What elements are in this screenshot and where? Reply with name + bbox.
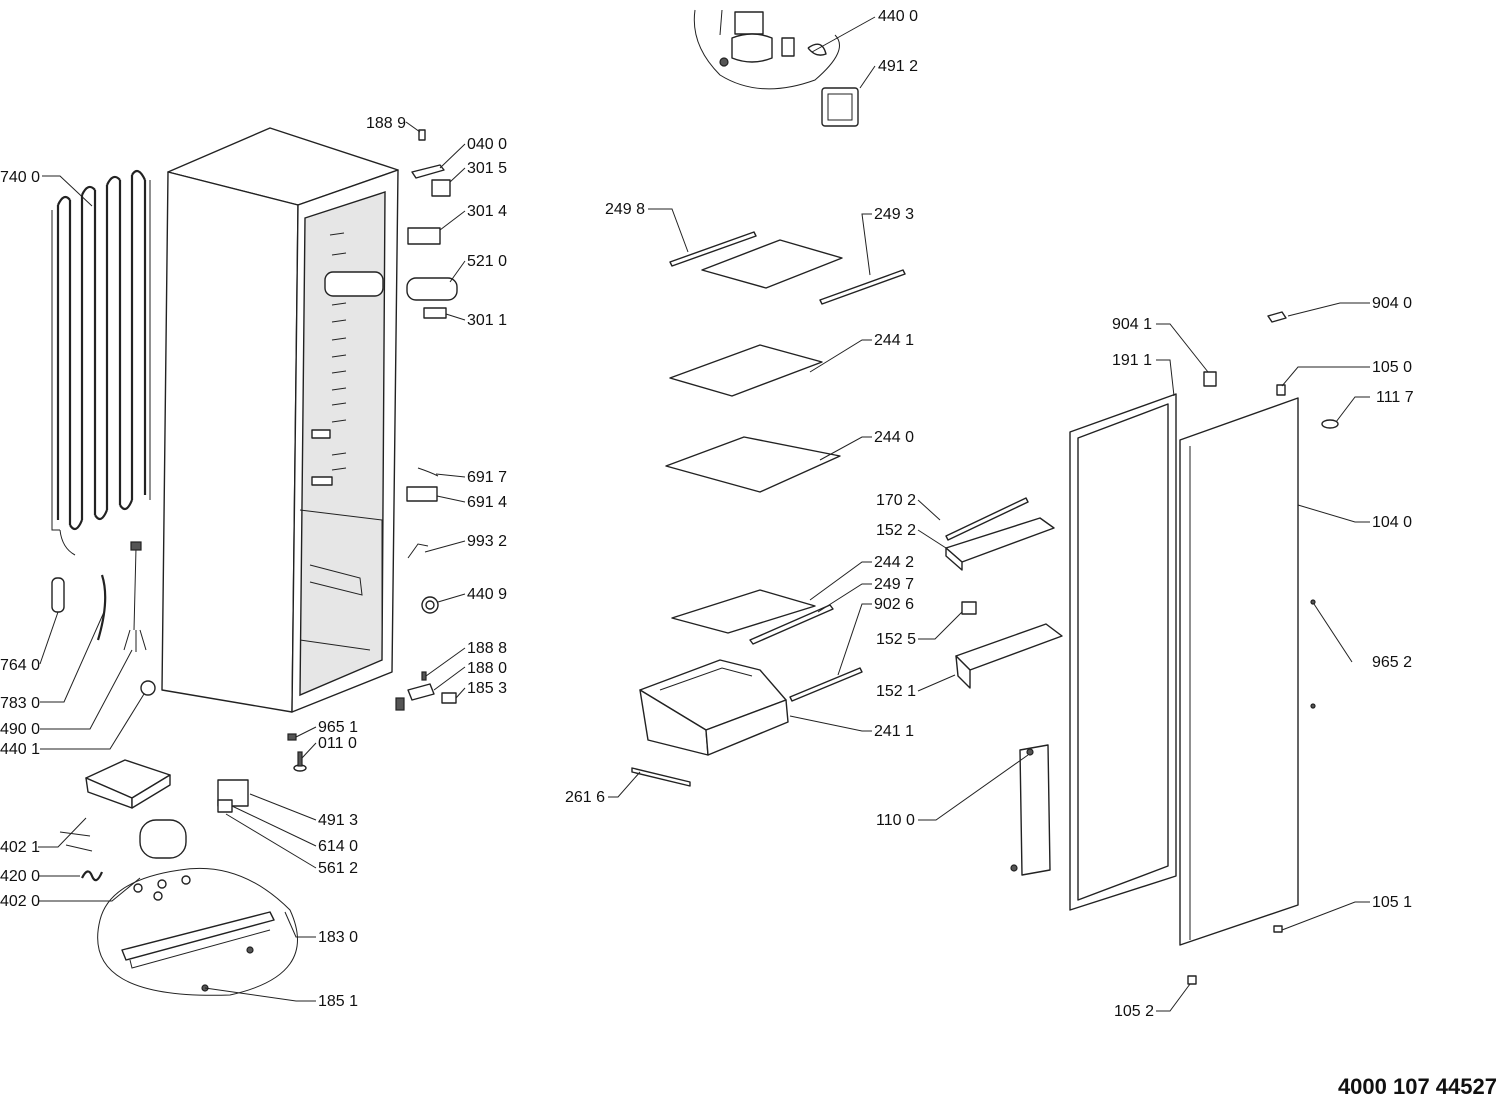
part-label-1117: 111 7: [1376, 389, 1414, 406]
part-label-0400: 040 0: [467, 136, 507, 153]
part-label-4020: 402 0: [0, 893, 40, 910]
part-label-4900: 490 0: [0, 721, 40, 738]
part-label-4401: 440 1: [0, 741, 40, 758]
part-label-1050: 105 0: [1372, 359, 1412, 376]
cabinet-group: [51, 127, 458, 772]
part-label-2411: 241 1: [874, 723, 914, 740]
part-label-5210: 521 0: [467, 253, 507, 270]
part-label-2493: 249 3: [874, 206, 914, 223]
part-label-7640: 764 0: [0, 657, 40, 674]
part-label-1830: 183 0: [318, 929, 358, 946]
part-label-2442: 244 2: [874, 554, 914, 571]
part-label-9026: 902 6: [874, 596, 914, 613]
door-group: [1010, 311, 1339, 985]
shelves-group: [665, 231, 906, 645]
part-label-1889: 188 9: [366, 115, 406, 132]
part-label-1521: 152 1: [876, 683, 916, 700]
part-label-1702: 170 2: [876, 492, 916, 509]
part-label-9652: 965 2: [1372, 654, 1412, 671]
part-label-1525: 152 5: [876, 631, 916, 648]
part-label-1911: 191 1: [1112, 352, 1152, 369]
part-label-3011: 301 1: [467, 312, 507, 329]
cabinet-small-parts: [287, 129, 458, 772]
part-label-6917: 691 7: [467, 469, 507, 486]
part-label-3015: 301 5: [467, 160, 507, 177]
part-label-9932: 993 2: [467, 533, 507, 550]
part-label-1052: 105 2: [1114, 1003, 1154, 1020]
part-labels: 440 0 491 2 188 9 040 0 301 5 301 4 521 …: [0, 8, 1497, 1096]
compressor-group: [59, 759, 298, 996]
part-label-6140: 614 0: [318, 838, 358, 855]
left-loose-parts: [51, 541, 156, 696]
leader-lines: [38, 16, 1370, 1012]
door-balconies: [945, 497, 1063, 689]
crisper-drawer: [631, 659, 863, 787]
part-label-7400: 740 0: [0, 169, 40, 186]
part-label-3014: 301 4: [467, 203, 507, 220]
part-label-5612: 561 2: [318, 860, 358, 877]
part-label-2616: 261 6: [565, 789, 605, 806]
part-label-2441: 244 1: [874, 332, 914, 349]
part-label-1522: 152 2: [876, 522, 916, 539]
part-label-1100: 110 0: [876, 812, 915, 829]
part-label-2440: 244 0: [874, 429, 914, 446]
part-label-9651: 965 1: [318, 719, 358, 736]
cabinet-body: [161, 127, 399, 713]
part-label-4200: 420 0: [0, 868, 40, 885]
part-label-9041: 904 1: [1112, 316, 1152, 333]
part-label-9040: 904 0: [1372, 295, 1412, 312]
part-label-1880: 188 0: [467, 660, 507, 677]
part-label-1888: 188 8: [467, 640, 507, 657]
condenser-coil: [51, 169, 151, 556]
document-number: 4000 107 44527: [1338, 1074, 1497, 1096]
part-label-0110: 011 0: [318, 735, 357, 752]
part-label-4913: 491 3: [318, 812, 358, 829]
part-label-4021: 402 1: [0, 839, 40, 856]
part-label-1040: 104 0: [1372, 514, 1412, 531]
part-label-4409: 440 9: [467, 586, 507, 603]
fan-unit-group: [693, 9, 859, 127]
part-label-2498: 249 8: [605, 201, 645, 218]
part-label-6914: 691 4: [467, 494, 507, 511]
part-label-4912: 491 2: [878, 58, 918, 75]
part-label-7830: 783 0: [0, 695, 40, 712]
part-label-1051: 105 1: [1372, 894, 1412, 911]
part-label-1853: 185 3: [467, 680, 507, 697]
part-label-4400: 440 0: [878, 8, 918, 25]
part-label-2497: 249 7: [874, 576, 914, 593]
part-label-1851: 185 1: [318, 993, 358, 1010]
